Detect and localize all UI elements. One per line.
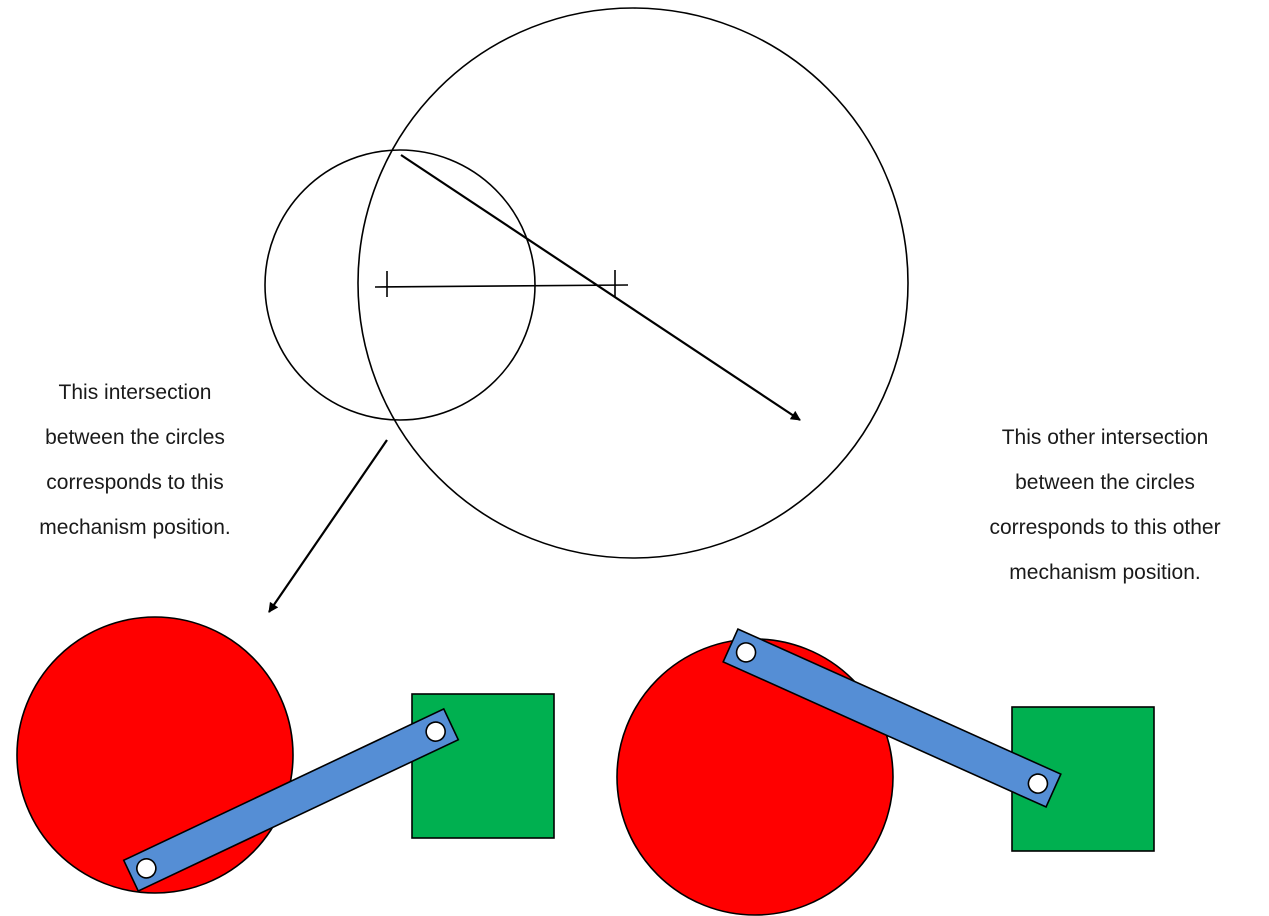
- caption-line: between the circles: [45, 426, 225, 449]
- caption-line: between the circles: [1015, 471, 1195, 494]
- right-connecting-link: [722, 627, 1062, 809]
- right-intersection-arrow: [400, 154, 801, 421]
- right-pin-joint-slider: [1027, 773, 1049, 794]
- caption-line: mechanism position.: [39, 516, 231, 539]
- construction-group: [264, 7, 909, 613]
- left-pin-joint-slider: [425, 721, 446, 742]
- left-connecting-link: [122, 707, 460, 893]
- left-intersection-caption: This intersection between the circles co…: [0, 370, 270, 550]
- right-intersection-caption: This other intersection between the circ…: [945, 415, 1265, 595]
- caption-line: corresponds to this: [46, 471, 224, 494]
- left-mechanism: [16, 616, 555, 894]
- right-pin-joint-crank: [735, 642, 757, 663]
- center-line: [374, 284, 629, 288]
- large-circle: [357, 7, 909, 559]
- caption-line: mechanism position.: [1009, 561, 1201, 584]
- right-link-bar: [722, 627, 1062, 809]
- small-circle: [264, 149, 536, 421]
- left-slider-block: [411, 693, 555, 839]
- left-intersection-arrow: [268, 439, 388, 613]
- left-link-bar: [122, 707, 460, 893]
- right-mechanism: [616, 627, 1155, 916]
- caption-line: corresponds to this other: [989, 516, 1221, 539]
- caption-line: This intersection: [58, 381, 212, 404]
- left-pin-joint-crank: [136, 858, 157, 879]
- caption-line: This other intersection: [1001, 426, 1209, 449]
